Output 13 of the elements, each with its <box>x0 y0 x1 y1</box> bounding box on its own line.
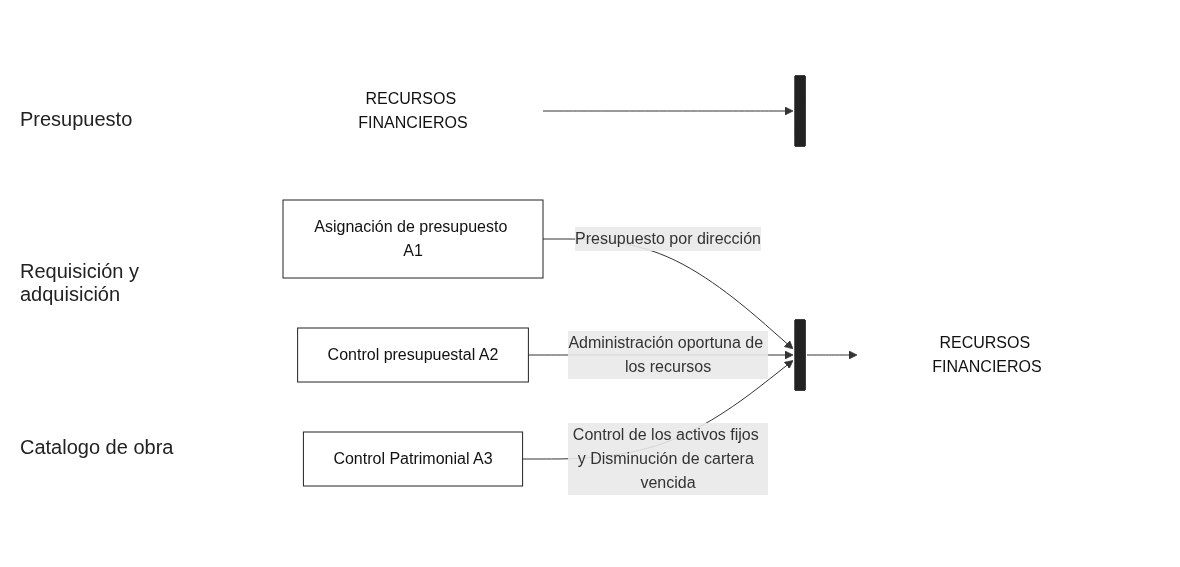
node-text: RECURSOS FINANCIEROS <box>358 90 468 131</box>
node-box: Control Patrimonial A3 <box>302 431 524 487</box>
node-box: Asignación de presupuesto A1 <box>282 199 544 279</box>
side-label: Catalogo de obra <box>20 435 175 459</box>
node-text: RECURSOS FINANCIEROS <box>932 334 1042 375</box>
edge-label: Presupuesto por dirección <box>575 230 761 247</box>
side-label: Presupuesto <box>20 108 134 132</box>
arrow <box>806 350 858 360</box>
side-label: Requisición y adquisición <box>20 260 140 307</box>
edge-label: Administración oportuna de los recursos <box>568 334 764 375</box>
edge-label: Control de los activos fijos y Disminución de cartera vencida <box>572 426 759 491</box>
node-box: Control presupuestal A2 <box>297 327 529 383</box>
arrow <box>542 106 794 116</box>
